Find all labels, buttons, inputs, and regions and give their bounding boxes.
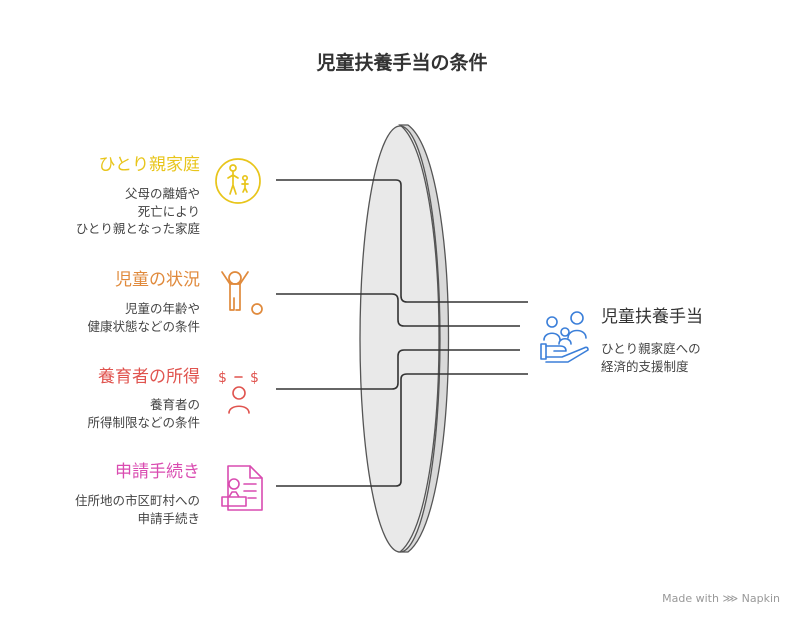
desc-line: 父母の離婚や: [124, 186, 200, 201]
desc-line: 健康状態などの条件: [87, 318, 200, 334]
category-desc-child-status: 児童の年齢や 健康状態などの条件: [87, 300, 200, 335]
connector-lines: [276, 179, 528, 487]
child-icon: [221, 271, 263, 315]
income-icon: $ $: [218, 370, 259, 414]
connector-line: [276, 179, 528, 303]
made-with-label: Made with: [662, 592, 719, 605]
desc-line: 死亡により: [137, 203, 200, 219]
lens-shape: [359, 124, 450, 553]
category-desc-application: 住所地の市区町村への 申請手続き: [75, 492, 200, 527]
desc-line: 住所地の市区町村への: [74, 493, 200, 508]
desc-line: 申請手続き: [137, 510, 200, 526]
made-with-napkin[interactable]: Made with ⋙ Napkin: [662, 592, 780, 605]
parent-child-icon: [215, 158, 261, 204]
application-form-icon: [221, 465, 263, 511]
category-title-child-status: 児童の状況: [115, 270, 200, 290]
category-title-application: 申請手続き: [115, 462, 200, 482]
result-title: 児童扶養手当: [601, 307, 703, 327]
category-title-single-parent: ひとり親家庭: [98, 155, 201, 175]
connector-line: [276, 293, 520, 327]
category-desc-income: 養育者の 所得制限などの条件: [87, 396, 200, 431]
connector-line: [276, 349, 520, 390]
desc-line: 経済的支援制度: [601, 358, 689, 374]
svg-text:$: $: [250, 370, 259, 386]
svg-text:$: $: [218, 370, 227, 386]
connector-line: [276, 373, 528, 487]
result-desc: ひとり親家庭への 経済的支援制度: [601, 340, 701, 375]
napkin-brand: Napkin: [741, 592, 780, 605]
desc-line: 児童の年齢や: [124, 301, 200, 316]
desc-line: ひとり親家庭への: [601, 341, 701, 356]
napkin-logo-icon: ⋙: [722, 592, 739, 605]
desc-line: ひとり親となった家庭: [75, 221, 200, 236]
diagram-title: 児童扶養手当の条件: [316, 52, 488, 74]
desc-line: 所得制限などの条件: [87, 414, 200, 430]
desc-line: 養育者の: [149, 397, 200, 412]
family-support-icon: [540, 311, 589, 363]
category-title-income: 養育者の所得: [98, 367, 200, 387]
category-desc-single-parent: 父母の離婚や 死亡により ひとり親となった家庭: [76, 185, 200, 238]
